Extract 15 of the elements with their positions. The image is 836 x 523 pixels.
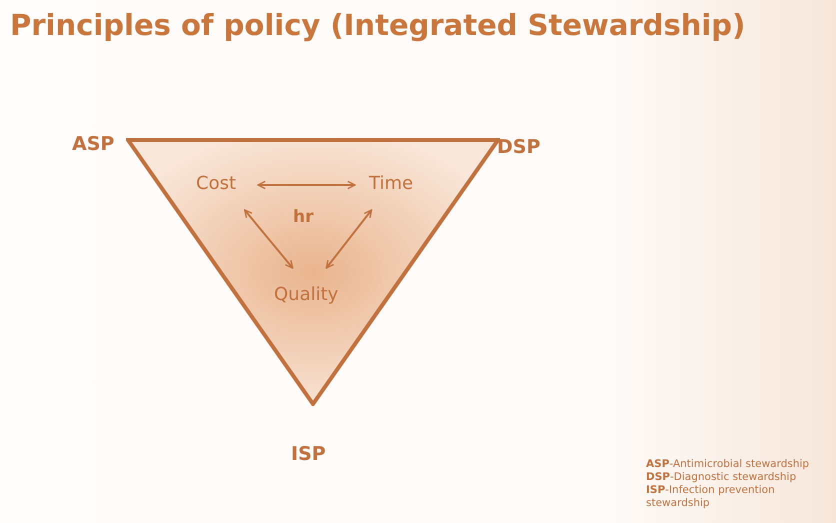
double-arrow <box>244 209 294 269</box>
node-label: Time <box>369 173 414 194</box>
node-label: Quality <box>274 284 338 305</box>
corner-label: DSP <box>497 136 540 158</box>
corner-label: ISP <box>291 443 326 465</box>
double-arrow <box>257 180 356 190</box>
legend-note: DSP-Diagnostic stewardship <box>646 471 798 484</box>
double-arrow <box>326 209 372 269</box>
center-label: hr <box>293 207 314 227</box>
node-label: Cost <box>196 173 236 194</box>
corner-label: ASP <box>72 133 114 155</box>
title: Principles of policy (Integrated Stewardship) <box>10 8 746 42</box>
triangle-shape <box>126 138 500 406</box>
legend-note: ISP-Infection prevention stewardship <box>646 484 776 510</box>
legend-note: ASP-Antimicrobial stewardship <box>646 458 810 471</box>
